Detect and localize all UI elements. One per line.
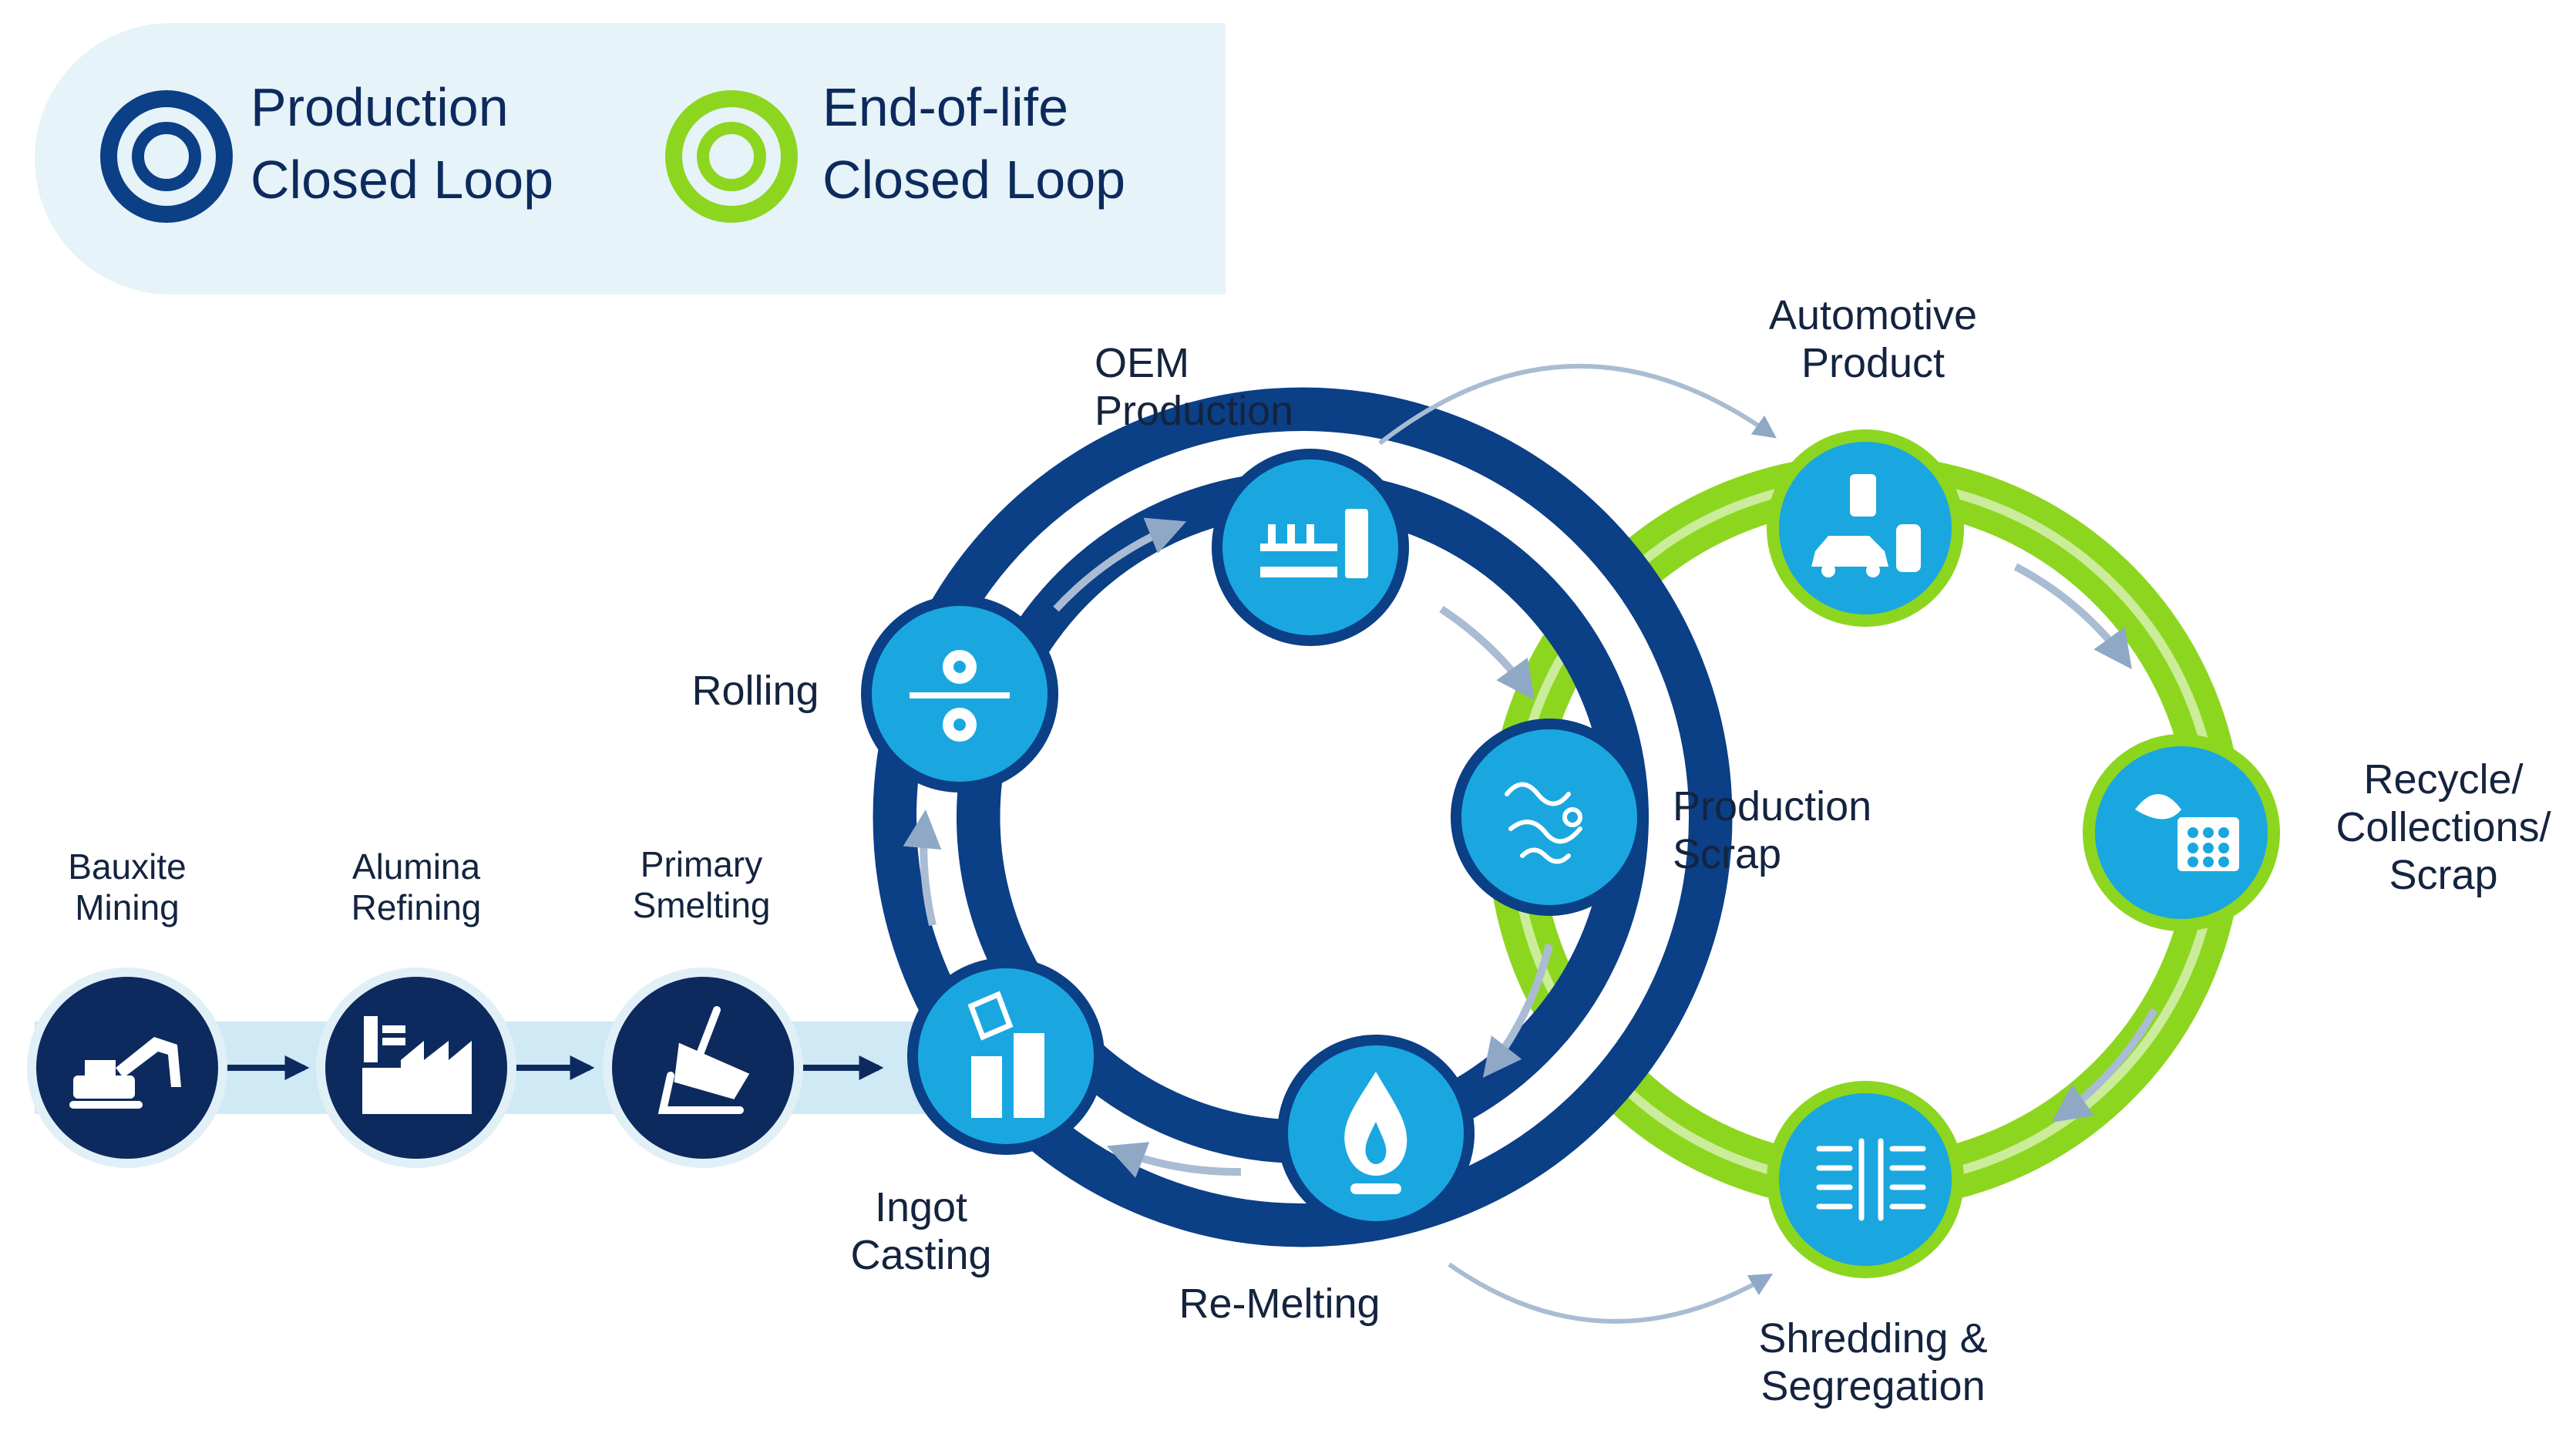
recycle-collections-line1: Recycle/ [2363,756,2524,803]
legend-panel: Production Closed Loop End-of-life Close… [35,23,1226,295]
flow-arrow-scrap-to-remelt [1482,943,1553,1078]
bale-icon [2135,794,2239,871]
re-melting-line1: Re-Melting [1179,1281,1380,1327]
rolling-label: Rolling [678,667,832,715]
alumina-refining-line2: Refining [351,887,482,927]
excavator-icon [69,1037,181,1109]
bauxite-mining-line1: Bauxite [68,847,187,887]
primary-smelting-line2: Smelting [632,884,771,925]
connector-arrow-oem-to-automotive [1378,363,1777,446]
assembly-line-icon [1260,509,1368,578]
recycle-collections-node [2083,734,2280,931]
automotive-product-line1: Automotive [1768,292,1978,338]
oem-production-line2: Production [1095,388,1294,435]
shredding-segregation-node [1767,1081,1964,1278]
legend-end-of-life-line1: End-of-life [822,77,1069,137]
automotive-product-line2: Product [1801,340,1945,387]
ingot-casting-line2: Casting [850,1232,992,1279]
production-scrap-node [1451,719,1648,916]
production-scrap-line1: Production [1673,783,1872,830]
legend-production-line2: Closed Loop [251,150,554,210]
flow-arrow-oem-to-scrap [1439,605,1535,701]
legend-production-label: Production Closed Loop [251,71,553,216]
rolling-mill-icon [910,650,1010,742]
oem-production-line1: OEM [1095,340,1190,386]
shredding-segregation-line1: Shredding & [1758,1315,1988,1362]
shredder-icon [1816,1138,1926,1221]
flame-icon [1344,1072,1407,1194]
primary-smelting-line1: Primary [640,844,763,884]
re-melting-node [1277,1035,1475,1232]
production-scrap-label: Production Scrap [1673,783,1871,878]
legend-end-of-life-line2: Closed Loop [822,150,1126,210]
oem-production-label: OEM Production [1095,339,1293,435]
automotive-product-label: Automotive Product [1730,291,2016,387]
shredding-segregation-line2: Segregation [1760,1363,1986,1410]
primary-smelting-label: Primary Smelting [613,844,790,926]
re-melting-label: Re-Melting [1164,1280,1395,1328]
ingot-casting-line1: Ingot [874,1184,968,1230]
legend-end-of-life-label: End-of-life Closed Loop [822,71,1125,216]
ingot-icon [967,991,1044,1118]
alumina-refining-node [316,968,516,1168]
bauxite-mining-label: Bauxite Mining [39,847,216,928]
flow-arrow-ingot-to-rolling [903,810,942,927]
legend-production-line1: Production [251,77,509,137]
oem-production-node [1212,449,1409,646]
alumina-refining-line1: Alumina [351,847,481,887]
factory-icon [362,1016,472,1114]
bauxite-mining-line2: Mining [75,887,180,927]
ingot-casting-label: Ingot Casting [832,1183,1010,1279]
recycle-collections-label: Recycle/ Collections/ Scrap [2320,756,2567,899]
rolling-node [861,595,1058,793]
recycle-collections-line3: Scrap [2389,852,2498,899]
shredding-segregation-label: Shredding & Segregation [1727,1314,2019,1410]
flow-arrow-recycle-to-shred [2051,1008,2158,1123]
automotive-product-node [1767,429,1964,627]
primary-smelting-node [603,968,803,1168]
production-scrap-line2: Scrap [1673,831,1782,878]
flow-arrow-rolling-to-oem [1053,517,1187,612]
connector-arrow-remelt-to-shredding [1448,1262,1774,1324]
bauxite-mining-node [27,968,227,1168]
flow-arrow-auto-to-recycle [2013,563,2132,670]
ingot-casting-node [907,958,1105,1155]
flow-arrow-remelt-to-ingot [1106,1142,1242,1178]
ladle-pour-icon [657,1006,750,1114]
car-phone-can-icon [1811,474,1921,577]
scrap-shavings-icon [1505,782,1582,864]
recycle-collections-line2: Collections/ [2336,804,2551,851]
rolling-line1: Rolling [691,668,819,714]
alumina-refining-label: Alumina Refining [328,847,505,928]
